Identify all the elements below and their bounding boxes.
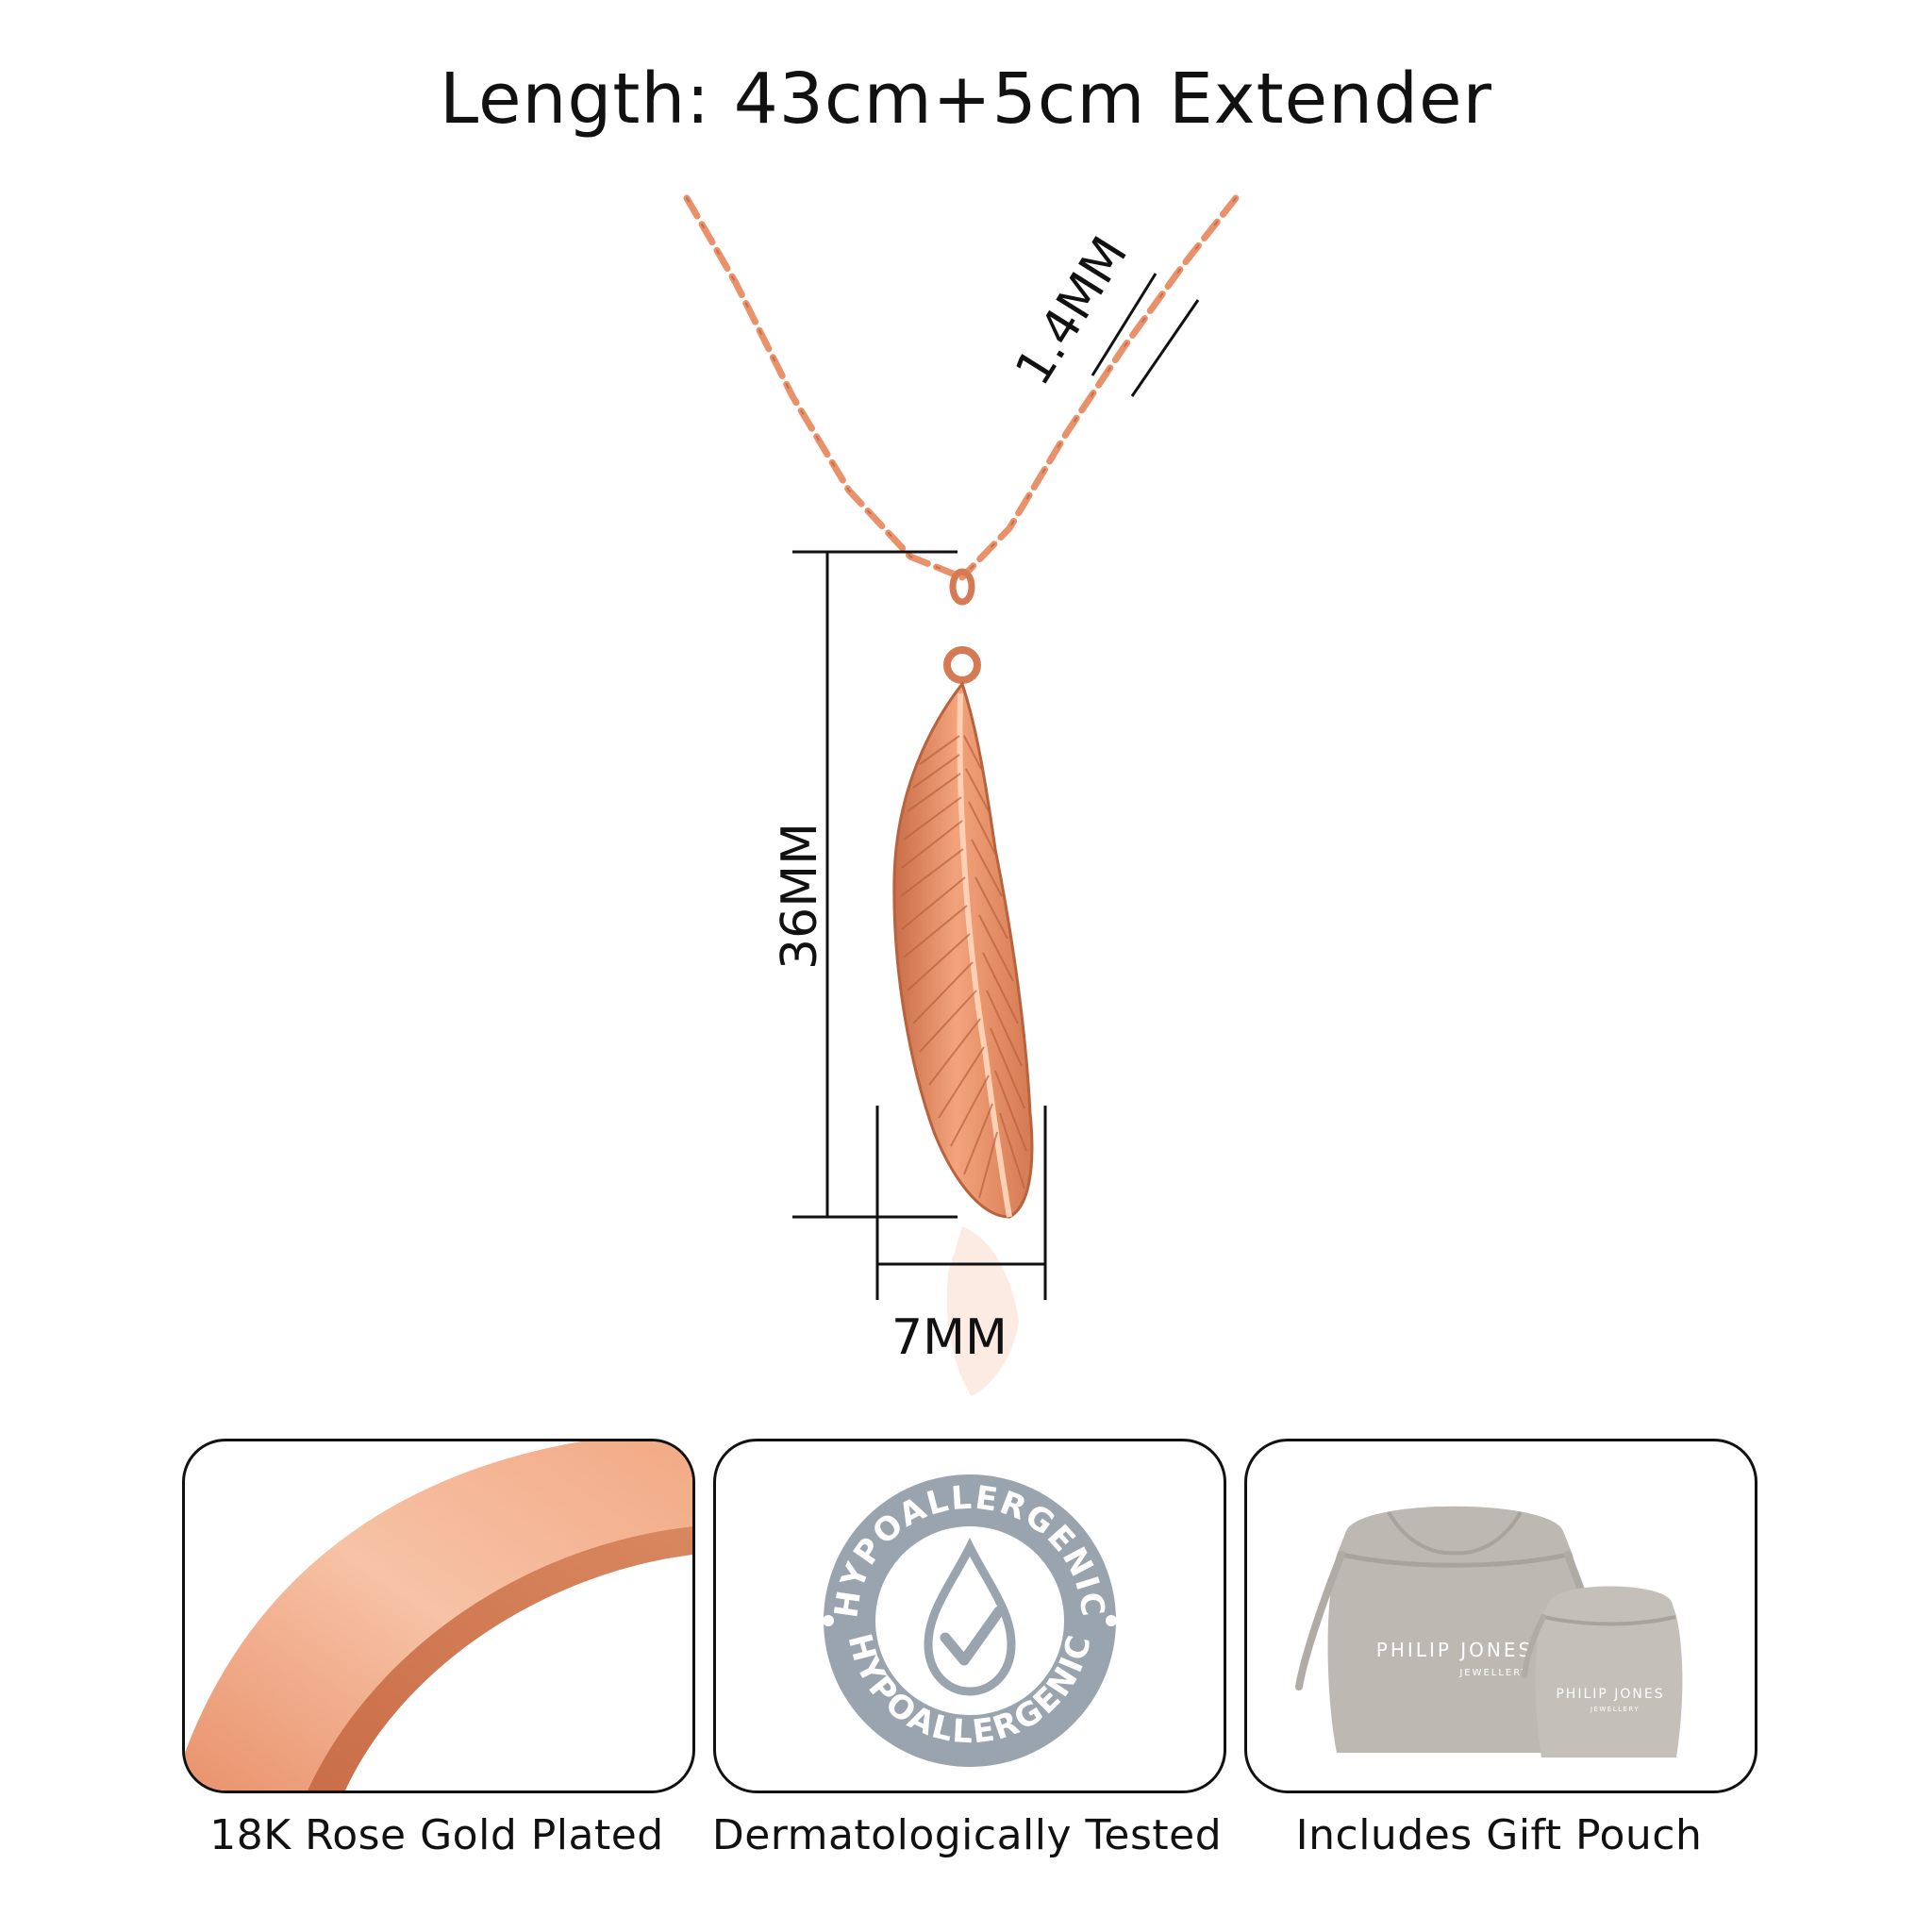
feature-card-rose-gold xyxy=(182,1439,695,1793)
pouch-brand-small: PHILIP JONES xyxy=(1556,1687,1664,1702)
feature-card-hypoallergenic: HYPOALLERGENIC HYPOALLERGENIC xyxy=(713,1439,1226,1793)
hypoallergenic-badge-icon: HYPOALLERGENIC HYPOALLERGENIC xyxy=(823,1474,1117,1767)
height-dimension-lines xyxy=(792,550,958,1219)
chain-right xyxy=(958,194,1240,581)
feather-pendant xyxy=(892,680,1034,1219)
chain-width-dimension-lines xyxy=(1091,273,1200,397)
pendant-width-label: 7MM xyxy=(891,1309,1008,1366)
pouch-brand-sub-large: JEWELLERY xyxy=(1458,1668,1528,1678)
necklace-illustration xyxy=(683,194,1240,1396)
pouch-brand-sub-small: JEWELLERY xyxy=(1590,1706,1640,1713)
gift-pouch-icon: PHILIP JONES JEWELLERY PHILIP JONES JEWE… xyxy=(1295,1506,1683,1757)
chain-left xyxy=(683,194,966,581)
feature-card-gift-pouch: PHILIP JONES JEWELLERY PHILIP JONES JEWE… xyxy=(1244,1439,1757,1793)
feature-label-rose-gold: 18K Rose Gold Plated xyxy=(209,1811,664,1859)
feature-label-gift-pouch: Includes Gift Pouch xyxy=(1295,1811,1703,1859)
rose-gold-band-icon xyxy=(185,1441,692,1790)
pendant-height-label: 36MM xyxy=(771,823,828,970)
product-length-title: Length: 43cm+5cm Extender xyxy=(440,58,1492,140)
feature-label-dermatologically-tested: Dermatologically Tested xyxy=(711,1811,1223,1859)
width-dimension-lines xyxy=(875,1106,1047,1300)
pouch-brand-large: PHILIP JONES xyxy=(1376,1639,1533,1661)
